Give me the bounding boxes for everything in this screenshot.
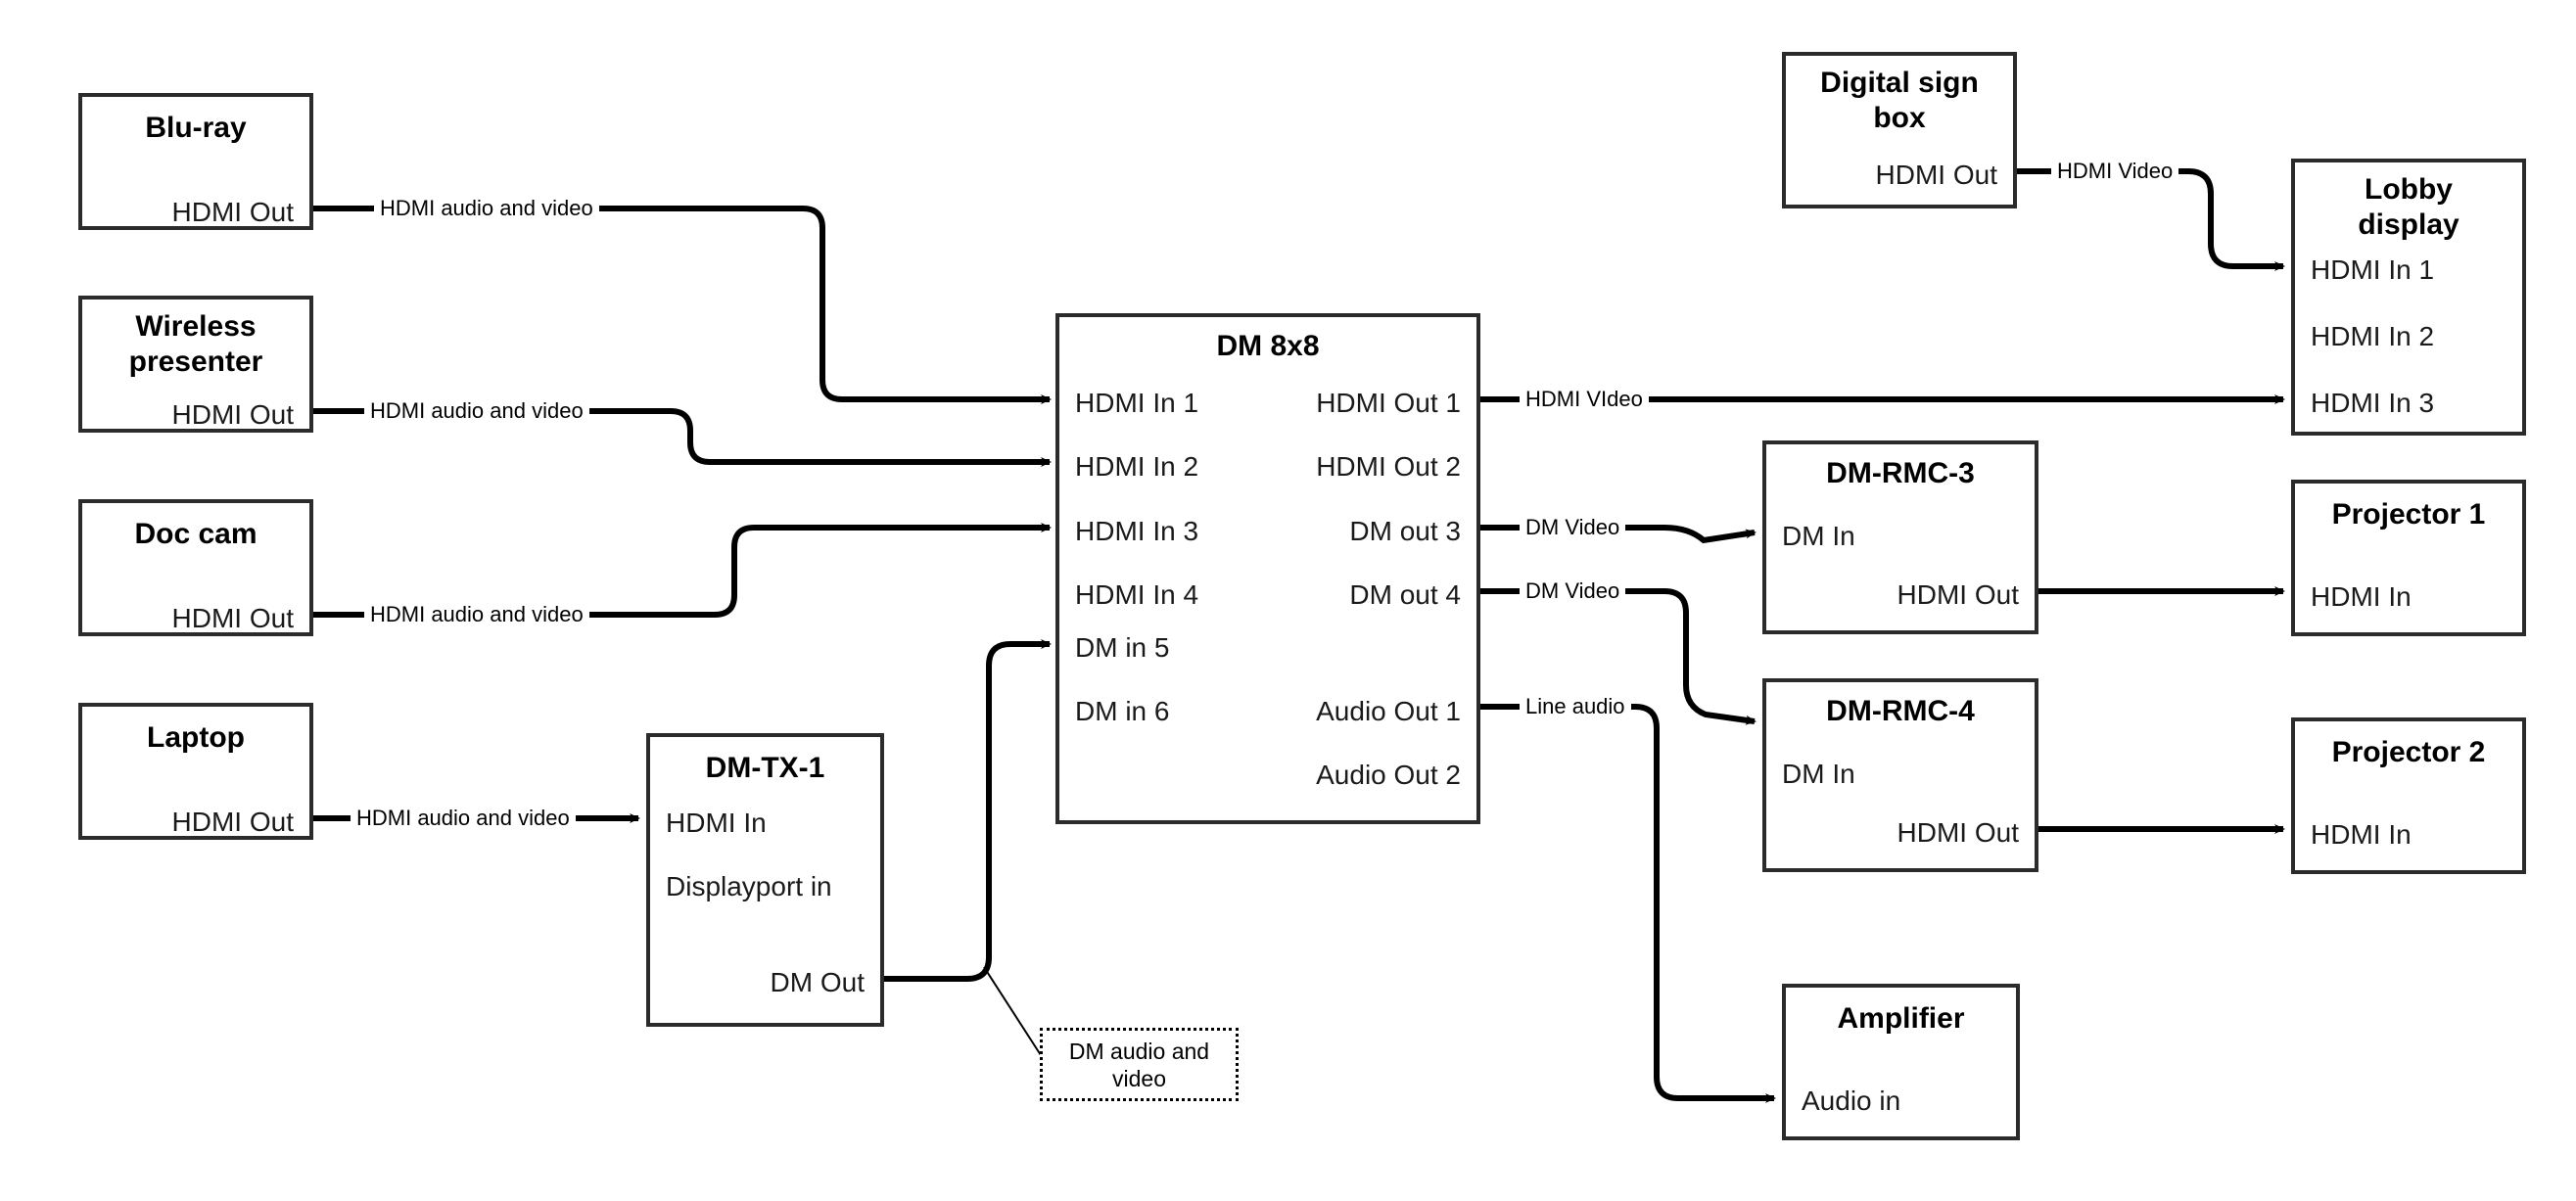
wire-label-bluray-to-dm8x8: HDMI audio and video — [374, 196, 599, 221]
node-projector-1-title: Projector 1 — [2331, 498, 2486, 531]
node-lobby-display-title-line2: display — [2358, 208, 2459, 241]
node-dm-rmc-4-port-hdmi-out: HDMI Out — [1897, 817, 2019, 848]
node-doc-cam-port-hdmi-out: HDMI Out — [171, 603, 294, 633]
node-amplifier[interactable]: Amplifier Audio in — [1782, 984, 2020, 1140]
node-projector-2-port-hdmi-in: HDMI In — [2311, 819, 2412, 850]
node-dm-8x8-output-audio-out-2: Audio Out 2 — [1316, 760, 1461, 790]
node-digital-sign-box-port-hdmi-out: HDMI Out — [1875, 160, 1997, 190]
node-wireless-presenter-title-line1: Wireless — [135, 310, 257, 343]
node-digital-sign-box-title-line2: box — [1873, 102, 1926, 134]
node-lobby-display-input-hdmi-in-1: HDMI In 1 — [2311, 254, 2435, 285]
node-dm-tx-1-port-displayport-in: Displayport in — [666, 871, 832, 901]
node-dm-8x8-output-hdmi-out-2: HDMI Out 2 — [1316, 451, 1461, 482]
wire-label-dm8x8-audioout1-to-amp: Line audio — [1520, 694, 1631, 719]
node-dm-tx-1[interactable]: DM-TX-1 HDMI In Displayport in DM Out — [646, 733, 884, 1027]
wire-label-dm8x8-hdmiout1-to-lobby: HDMI VIdeo — [1520, 387, 1649, 412]
node-bluray[interactable]: Blu-ray HDMI Out — [78, 93, 313, 230]
node-dm-rmc-3[interactable]: DM-RMC-3 DM In HDMI Out — [1762, 440, 2038, 634]
wire-bluray-to-dm8x8 — [313, 206, 1052, 404]
node-lobby-display-input-hdmi-in-2: HDMI In 2 — [2311, 321, 2435, 351]
node-projector-1-port-hdmi-in: HDMI In — [2311, 581, 2412, 612]
node-bluray-title: Blu-ray — [145, 112, 247, 144]
node-dm-8x8-input-hdmi-in-4: HDMI In 4 — [1075, 579, 1199, 610]
wire-dm8x8-audioout1-to-amp — [1480, 704, 1776, 1103]
node-dm-8x8-input-dm-in-5: DM in 5 — [1075, 632, 1170, 663]
node-wireless-presenter-port-hdmi-out: HDMI Out — [171, 399, 294, 430]
node-projector-1[interactable]: Projector 1 HDMI In — [2291, 480, 2526, 636]
node-laptop-port-hdmi-out: HDMI Out — [171, 807, 294, 837]
node-laptop[interactable]: Laptop HDMI Out — [78, 703, 313, 840]
node-dm-8x8-input-hdmi-in-3: HDMI In 3 — [1075, 516, 1199, 546]
node-dm-tx-1-port-hdmi-in: HDMI In — [666, 808, 767, 838]
note-dm-audio-and-video-text: DM audio and video — [1068, 1038, 1210, 1091]
node-wireless-presenter-title-line2: presenter — [128, 346, 263, 378]
node-dm-8x8-input-hdmi-in-1: HDMI In 1 — [1075, 388, 1199, 418]
node-dm-8x8-input-hdmi-in-2: HDMI In 2 — [1075, 451, 1199, 482]
node-dm-rmc-3-port-hdmi-out: HDMI Out — [1897, 579, 2019, 610]
wire-label-doccam-to-dm8x8: HDMI audio and video — [364, 602, 589, 627]
node-lobby-display-title-line1: Lobby — [2365, 173, 2453, 206]
node-digital-sign-box-title-line1: Digital sign — [1820, 67, 1979, 99]
node-dm-8x8-output-audio-out-1: Audio Out 1 — [1316, 696, 1461, 726]
wire-label-laptop-to-dmtx1: HDMI audio and video — [351, 806, 576, 831]
wire-note-leader — [983, 966, 1042, 1056]
node-digital-sign-box[interactable]: Digital sign box HDMI Out — [1782, 52, 2017, 208]
wire-dmtx1-to-dm8x8 — [884, 639, 1052, 982]
node-wireless-presenter[interactable]: Wireless presenter HDMI Out — [78, 296, 313, 433]
node-dm-8x8-input-dm-in-6: DM in 6 — [1075, 696, 1170, 726]
node-amplifier-port-audio-in: Audio in — [1802, 1086, 1901, 1116]
note-dm-audio-and-video: DM audio and video — [1040, 1028, 1239, 1101]
node-dm-rmc-4-port-dm-in: DM In — [1782, 759, 1855, 789]
node-dm-8x8-output-dm-out-4: DM out 4 — [1349, 579, 1461, 610]
node-dm-rmc-3-port-dm-in: DM In — [1782, 521, 1855, 551]
node-dm-rmc-4[interactable]: DM-RMC-4 DM In HDMI Out — [1762, 678, 2038, 872]
node-bluray-port-hdmi-out: HDMI Out — [171, 197, 294, 227]
node-dm-rmc-3-title: DM-RMC-3 — [1826, 457, 1975, 489]
node-lobby-display-input-hdmi-in-3: HDMI In 3 — [2311, 388, 2435, 418]
node-laptop-title: Laptop — [147, 721, 245, 754]
node-projector-2[interactable]: Projector 2 HDMI In — [2291, 717, 2526, 874]
wire-label-digitalsign-to-lobby: HDMI Video — [2051, 159, 2179, 184]
node-amplifier-title: Amplifier — [1837, 1002, 1965, 1035]
node-doc-cam[interactable]: Doc cam HDMI Out — [78, 499, 313, 636]
node-lobby-display[interactable]: Lobby display HDMI In 1 HDMI In 2 HDMI I… — [2291, 159, 2526, 436]
node-dm-8x8-output-hdmi-out-1: HDMI Out 1 — [1316, 388, 1461, 418]
node-dm-8x8-title: DM 8x8 — [1216, 330, 1320, 362]
node-doc-cam-title: Doc cam — [134, 518, 258, 550]
wire-label-dm8x8-dmout4-to-rmc4: DM Video — [1520, 578, 1626, 604]
node-dm-tx-1-title: DM-TX-1 — [705, 752, 825, 784]
node-dm-tx-1-port-dm-out: DM Out — [770, 967, 865, 997]
wire-label-dm8x8-dmout3-to-rmc3: DM Video — [1520, 515, 1626, 540]
node-dm-rmc-4-title: DM-RMC-4 — [1826, 695, 1975, 727]
node-dm-8x8[interactable]: DM 8x8 HDMI In 1 HDMI In 2 HDMI In 3 HDM… — [1055, 313, 1480, 824]
wire-digitalsign-to-lobby — [2017, 168, 2285, 271]
node-dm-8x8-output-dm-out-3: DM out 3 — [1349, 516, 1461, 546]
node-projector-2-title: Projector 2 — [2331, 736, 2486, 768]
wire-label-wireless-to-dm8x8: HDMI audio and video — [364, 398, 589, 424]
